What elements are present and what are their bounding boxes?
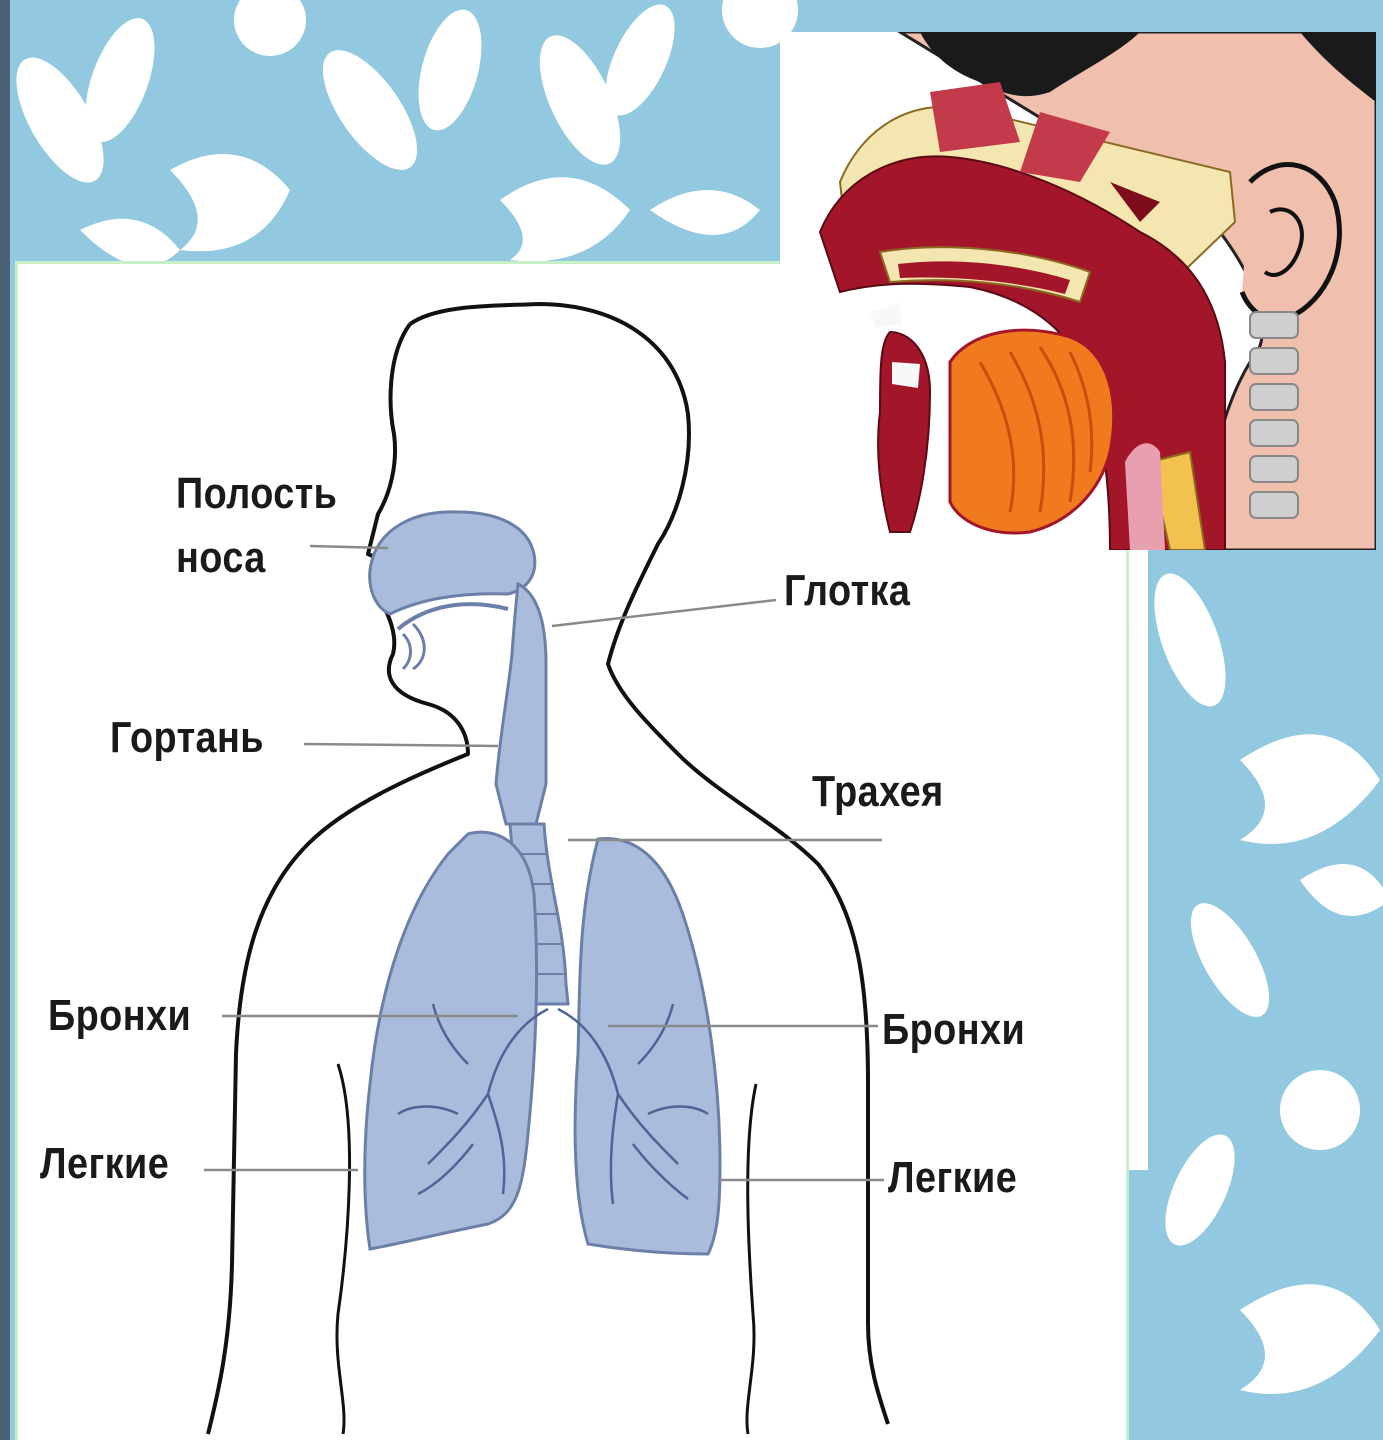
label-trachea: Трахея [812, 766, 944, 818]
leader-pharynx [552, 600, 776, 626]
arm-line-right [747, 1084, 756, 1434]
arm-line-left [337, 1064, 350, 1434]
pharynx-shape [496, 584, 546, 824]
label-lungs-left: Легкие [40, 1138, 169, 1190]
label-pharynx: Глотка [784, 565, 910, 617]
window-edge [0, 0, 10, 1440]
label-bronchi-left: Бронхи [48, 990, 191, 1042]
nasal-cavity-shape [370, 512, 535, 614]
label-nasal-cavity: Полость носа [176, 462, 337, 590]
label-lungs-right: Легкие [888, 1152, 1017, 1204]
label-bronchi-right: Бронхи [882, 1004, 1025, 1056]
label-larynx: Гортань [110, 712, 264, 764]
right-lung [575, 838, 720, 1254]
head-cross-section-illustration [780, 32, 1376, 550]
